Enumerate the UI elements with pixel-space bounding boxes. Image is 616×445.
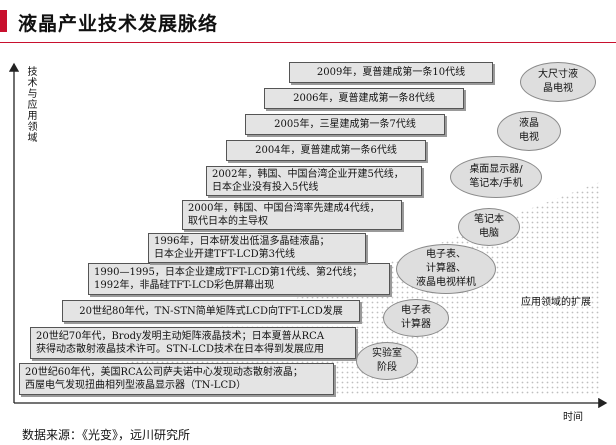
application-line: 大尺寸液 — [538, 69, 578, 80]
milestone-line: 1990—1995，日本企业建成TFT-LCD第1代线、第2代线； — [94, 267, 363, 278]
milestone-line: 1992年，非晶硅TFT-LCD彩色屏幕出现 — [94, 280, 275, 291]
milestone-line: 获得动态散射液晶技术许可。STN-LCD技术在日本得到发展应用 — [36, 344, 324, 355]
page-title: 液晶产业技术发展脉络 — [18, 13, 219, 35]
milestone-2005: 2005年，三星建成第一条7代线 — [245, 114, 445, 135]
application-lcd-tv: 液晶 电视 — [497, 111, 561, 151]
milestone-2006: 2006年，夏普建成第一条8代线 — [264, 88, 464, 109]
milestone-2009: 2009年，夏普建成第一条10代线 — [289, 62, 493, 83]
y-axis-label: 技术与应用领域 — [25, 66, 36, 143]
milestone-1990-1995: 1990—1995，日本企业建成TFT-LCD第1代线、第2代线； 1992年，… — [88, 263, 390, 295]
milestone-2004: 2004年，夏普建成第一条6代线 — [226, 140, 426, 161]
application-tv-prototype: 电子表、 计算器、 液晶电视样机 — [396, 244, 496, 294]
application-line: 计算器 — [401, 319, 431, 330]
application-line: 电子表 — [401, 305, 431, 316]
milestone-1996: 1996年，日本研发出低温多晶硅液晶； 日本企业开建TFT-LCD第3代线 — [148, 233, 366, 263]
milestone-1970s: 20世纪70年代，Brody发明主动矩阵液晶技术；日本夏普从RCA 获得动态散射… — [30, 327, 356, 359]
x-axis-label: 时间 — [563, 412, 583, 423]
application-line: 桌面显示器/ — [469, 164, 523, 175]
application-laptop: 笔记本 电脑 — [458, 208, 520, 246]
application-lab-stage: 实验室 阶段 — [356, 342, 418, 380]
trend-label: 应用领域的扩展 — [521, 297, 591, 308]
milestone-line: 2002年，韩国、中国台湾企业开建5代线， — [212, 169, 404, 180]
milestone-line: 2000年，韩国、中国台湾率先建成4代线， — [188, 203, 380, 214]
milestone-line: 20世纪60年代，美国RCA公司萨夫诺中心发现动态散射液晶； — [25, 367, 303, 378]
milestone-line: 日本企业开建TFT-LCD第3代线 — [154, 249, 296, 260]
title-bar: 液晶产业技术发展脉络 — [0, 0, 616, 43]
application-line: 电脑 — [479, 228, 499, 239]
application-line: 电子表、 — [426, 249, 466, 260]
application-monitor-laptop-phone: 桌面显示器/ 笔记本/手机 — [450, 156, 542, 198]
application-line: 笔记本 — [474, 214, 504, 225]
milestone-line: 20世纪80年代，TN-STN简单矩阵式LCD向TFT-LCD发展 — [79, 305, 343, 317]
application-line: 笔记本/手机 — [469, 178, 523, 189]
milestone-2002: 2002年，韩国、中国台湾企业开建5代线， 日本企业没有投入5代线 — [206, 166, 422, 196]
milestone-2000: 2000年，韩国、中国台湾率先建成4代线， 取代日本的主导权 — [182, 200, 402, 230]
application-line: 晶电视 — [543, 83, 573, 94]
milestone-line: 2009年，夏普建成第一条10代线 — [316, 67, 466, 78]
milestone-line: 20世纪70年代，Brody发明主动矩阵液晶技术；日本夏普从RCA — [36, 331, 325, 342]
milestone-line: 西屋电气发现扭曲相列型液晶显示器（TN-LCD） — [25, 380, 247, 391]
milestone-line: 日本企业没有投入5代线 — [212, 182, 319, 193]
application-line: 液晶电视样机 — [416, 277, 476, 288]
milestone-line: 2006年，夏普建成第一条8代线 — [293, 93, 435, 104]
milestone-1980s: 20世纪80年代，TN-STN简单矩阵式LCD向TFT-LCD发展 — [62, 300, 360, 322]
application-line: 电视 — [519, 132, 539, 143]
milestone-line: 2005年，三星建成第一条7代线 — [274, 119, 416, 130]
title-accent-mark — [0, 10, 7, 32]
application-line: 阶段 — [377, 362, 397, 373]
application-line: 计算器、 — [426, 263, 466, 274]
application-large-lcd-tv: 大尺寸液 晶电视 — [520, 62, 596, 102]
milestone-line: 1996年，日本研发出低温多晶硅液晶； — [154, 236, 330, 247]
source-note: 数据来源：《光变》，远川研究所 — [22, 428, 191, 442]
application-watch-calculator: 电子表 计算器 — [383, 299, 449, 337]
application-line: 实验室 — [372, 348, 402, 359]
milestone-line: 取代日本的主导权 — [188, 216, 268, 227]
milestone-1960s: 20世纪60年代，美国RCA公司萨夫诺中心发现动态散射液晶； 西屋电气发现扭曲相… — [19, 363, 334, 395]
application-line: 液晶 — [519, 118, 539, 129]
milestone-line: 2004年，夏普建成第一条6代线 — [255, 145, 397, 156]
